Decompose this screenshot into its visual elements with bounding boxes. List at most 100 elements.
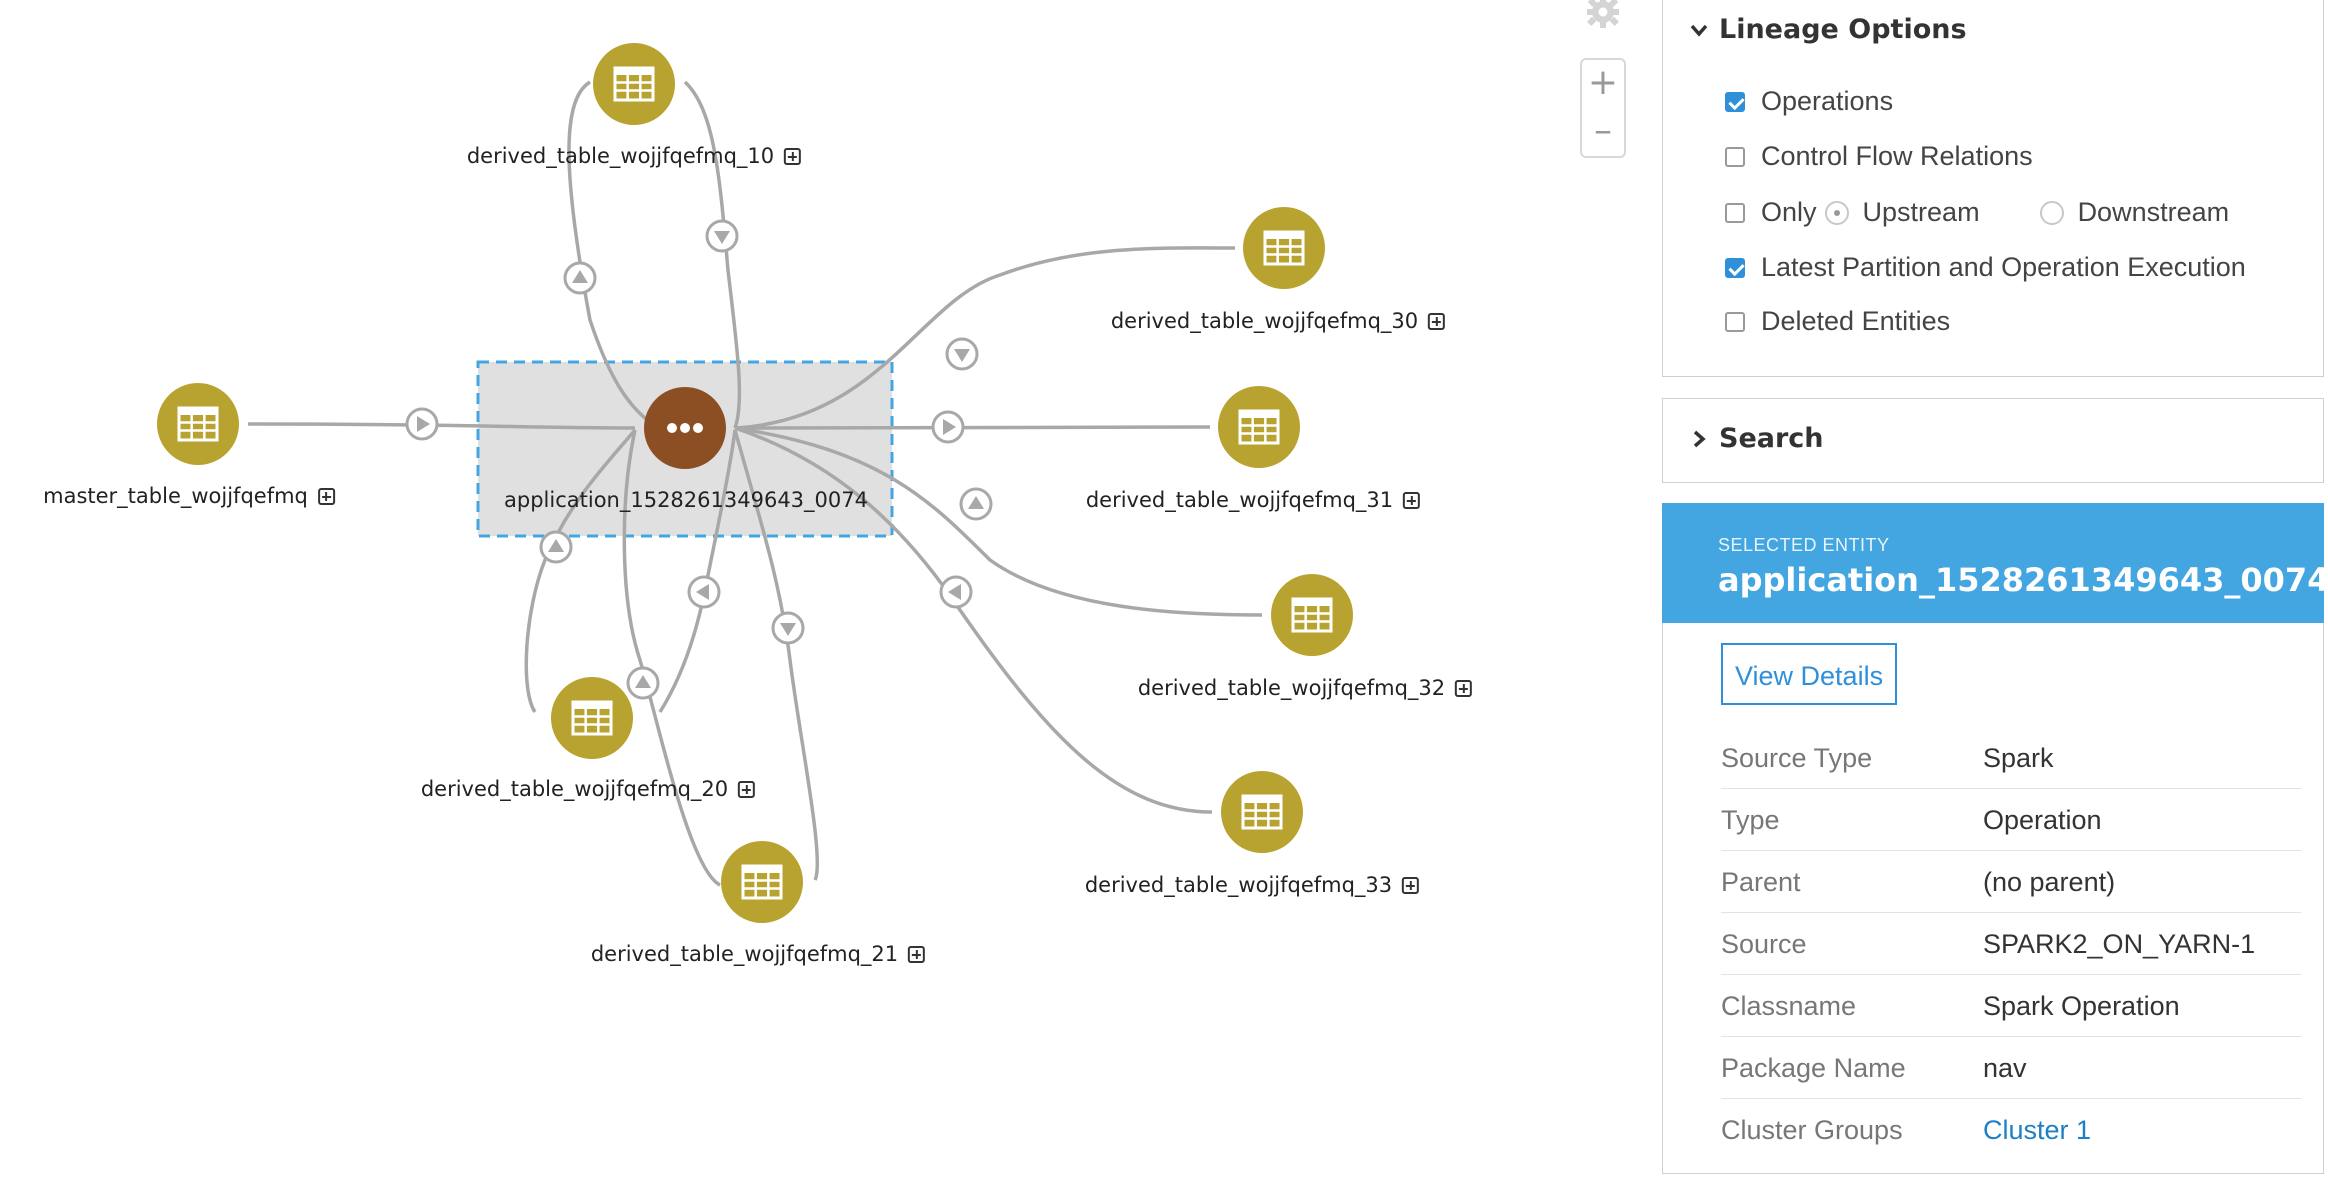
edge-direction-icon: [563, 261, 597, 295]
lineage-options-title: Lineage Options: [1719, 14, 1967, 45]
latest-partition-checkbox[interactable]: [1725, 258, 1745, 278]
table-icon: [1291, 597, 1333, 633]
property-key: Package Name: [1721, 1053, 1906, 1083]
chevron-down-icon: [1690, 24, 1708, 37]
selected-entity-caption: SELECTED ENTITY: [1718, 535, 1890, 555]
lineage-options-panel: Lineage Options Operations Control Flow …: [1662, 0, 2324, 377]
application-node[interactable]: [644, 387, 726, 469]
operations-checkbox[interactable]: [1725, 92, 1745, 112]
option-deleted-entities[interactable]: Deleted Entities: [1725, 306, 1950, 337]
edge-direction-icon: [945, 337, 979, 371]
edge-direction-icon: [705, 219, 739, 253]
property-key: Source Type: [1721, 743, 1873, 773]
cluster-link[interactable]: Cluster 1: [1983, 1115, 2092, 1145]
edge-derived-10-b: [683, 80, 742, 429]
search-header[interactable]: Search: [1689, 423, 1824, 454]
node-label-derived-21: derived_table_wojjfqefmq_21: [591, 942, 926, 966]
property-value: Spark Operation: [1983, 991, 2180, 1021]
more-icon: [667, 423, 703, 433]
property-key: Classname: [1721, 991, 1857, 1021]
expand-icon[interactable]: [317, 488, 335, 505]
property-row: Classname Spark Operation: [1721, 975, 2301, 1037]
chevron-right-icon: [1693, 430, 1706, 448]
expand-icon[interactable]: [1402, 877, 1420, 894]
zoom-in-button[interactable]: +: [1587, 62, 1619, 103]
control-flow-checkbox[interactable]: [1725, 147, 1745, 167]
edge-direction-icon: [931, 410, 965, 444]
property-value: (no parent): [1983, 867, 2116, 897]
only-checkbox[interactable]: [1725, 203, 1745, 223]
node-label-master: master_table_wojjfqefmq: [43, 484, 335, 508]
table-icon: [613, 66, 655, 102]
lineage-options-header[interactable]: Lineage Options: [1689, 14, 1967, 45]
table-node-d33[interactable]: [1221, 771, 1303, 853]
edge-derived-20-a: [524, 428, 637, 713]
edge-direction-icon: [405, 407, 439, 441]
property-row: Parent (no parent): [1721, 851, 2301, 913]
edge-direction-icon: [539, 530, 573, 564]
edge-derived-31: [734, 425, 1211, 430]
property-row: Cluster Groups Cluster 1: [1721, 1099, 2301, 1161]
expand-icon[interactable]: [908, 946, 926, 963]
property-row: Source Type Spark: [1721, 727, 2301, 789]
search-title: Search: [1719, 423, 1824, 454]
property-value: nav: [1983, 1053, 2027, 1083]
table-node-d30[interactable]: [1243, 207, 1325, 289]
property-key: Source: [1721, 929, 1807, 959]
expand-icon[interactable]: [1455, 680, 1473, 697]
expand-icon[interactable]: [738, 781, 756, 798]
table-icon: [177, 406, 219, 442]
property-row: Type Operation: [1721, 789, 2301, 851]
expand-icon[interactable]: [1428, 313, 1446, 330]
table-node-master[interactable]: [157, 383, 239, 465]
edge-master: [247, 422, 636, 430]
node-label-derived-32: derived_table_wojjfqefmq_32: [1138, 676, 1473, 700]
edge-derived-33: [734, 426, 1213, 814]
selected-entity-header: SELECTED ENTITY application_152826134964…: [1662, 503, 2328, 623]
property-key: Parent: [1721, 867, 1801, 897]
property-row: Package Name nav: [1721, 1037, 2301, 1099]
node-label-derived-10: derived_table_wojjfqefmq_10: [467, 144, 802, 168]
edge-derived-32: [734, 426, 1263, 617]
edge-direction-icon: [959, 487, 993, 521]
property-row: Source SPARK2_ON_YARN-1: [1721, 913, 2301, 975]
property-value: Operation: [1983, 805, 2102, 835]
property-key: Cluster Groups: [1721, 1115, 1903, 1145]
table-node-d32[interactable]: [1271, 574, 1353, 656]
node-label-derived-20: derived_table_wojjfqefmq_20: [421, 777, 756, 801]
selected-entity-details: View Details Source Type Spark Type Operat…: [1662, 623, 2324, 1174]
option-latest-partition[interactable]: Latest Partition and Operation Execution: [1725, 252, 2246, 283]
selected-entity-name: application_1528261349643_0074: [1718, 561, 2328, 599]
zoom-out-button[interactable]: –: [1594, 110, 1612, 151]
table-node-d21[interactable]: [721, 841, 803, 923]
property-value: Spark: [1983, 743, 2054, 773]
property-key: Type: [1721, 805, 1780, 835]
downstream-radio[interactable]: [2039, 201, 2064, 225]
table-node-d31[interactable]: [1218, 386, 1300, 468]
node-label-derived-30: derived_table_wojjfqefmq_30: [1111, 309, 1446, 333]
edge-direction-icon: [939, 575, 973, 609]
expand-icon[interactable]: [784, 148, 802, 165]
edge-direction-icon: [626, 666, 660, 700]
option-control-flow[interactable]: Control Flow Relations: [1725, 141, 2033, 172]
node-label-derived-33: derived_table_wojjfqefmq_33: [1085, 873, 1420, 897]
property-value: SPARK2_ON_YARN-1: [1983, 929, 2256, 959]
edge-derived-20-b: [622, 429, 721, 887]
upstream-radio[interactable]: [1824, 201, 1849, 225]
gear-icon[interactable]: [1583, 0, 1623, 30]
lineage-graph[interactable]: master_table_wojjfqefmq derived_table_wo…: [0, 0, 1600, 1186]
table-icon: [1238, 409, 1280, 445]
table-node-d20[interactable]: [551, 677, 633, 759]
search-panel[interactable]: Search: [1662, 398, 2324, 483]
option-operations[interactable]: Operations: [1725, 86, 1893, 117]
expand-icon[interactable]: [1403, 492, 1421, 509]
node-label-derived-31: derived_table_wojjfqefmq_31: [1086, 488, 1421, 512]
table-icon: [571, 700, 613, 736]
deleted-entities-checkbox[interactable]: [1725, 312, 1745, 332]
edge-direction-icon: [771, 611, 805, 645]
lineage-graph-canvas[interactable]: [0, 0, 1600, 1186]
table-icon: [1263, 230, 1305, 266]
view-details-button[interactable]: View Details: [1721, 643, 1898, 705]
table-node-d10[interactable]: [593, 43, 675, 125]
